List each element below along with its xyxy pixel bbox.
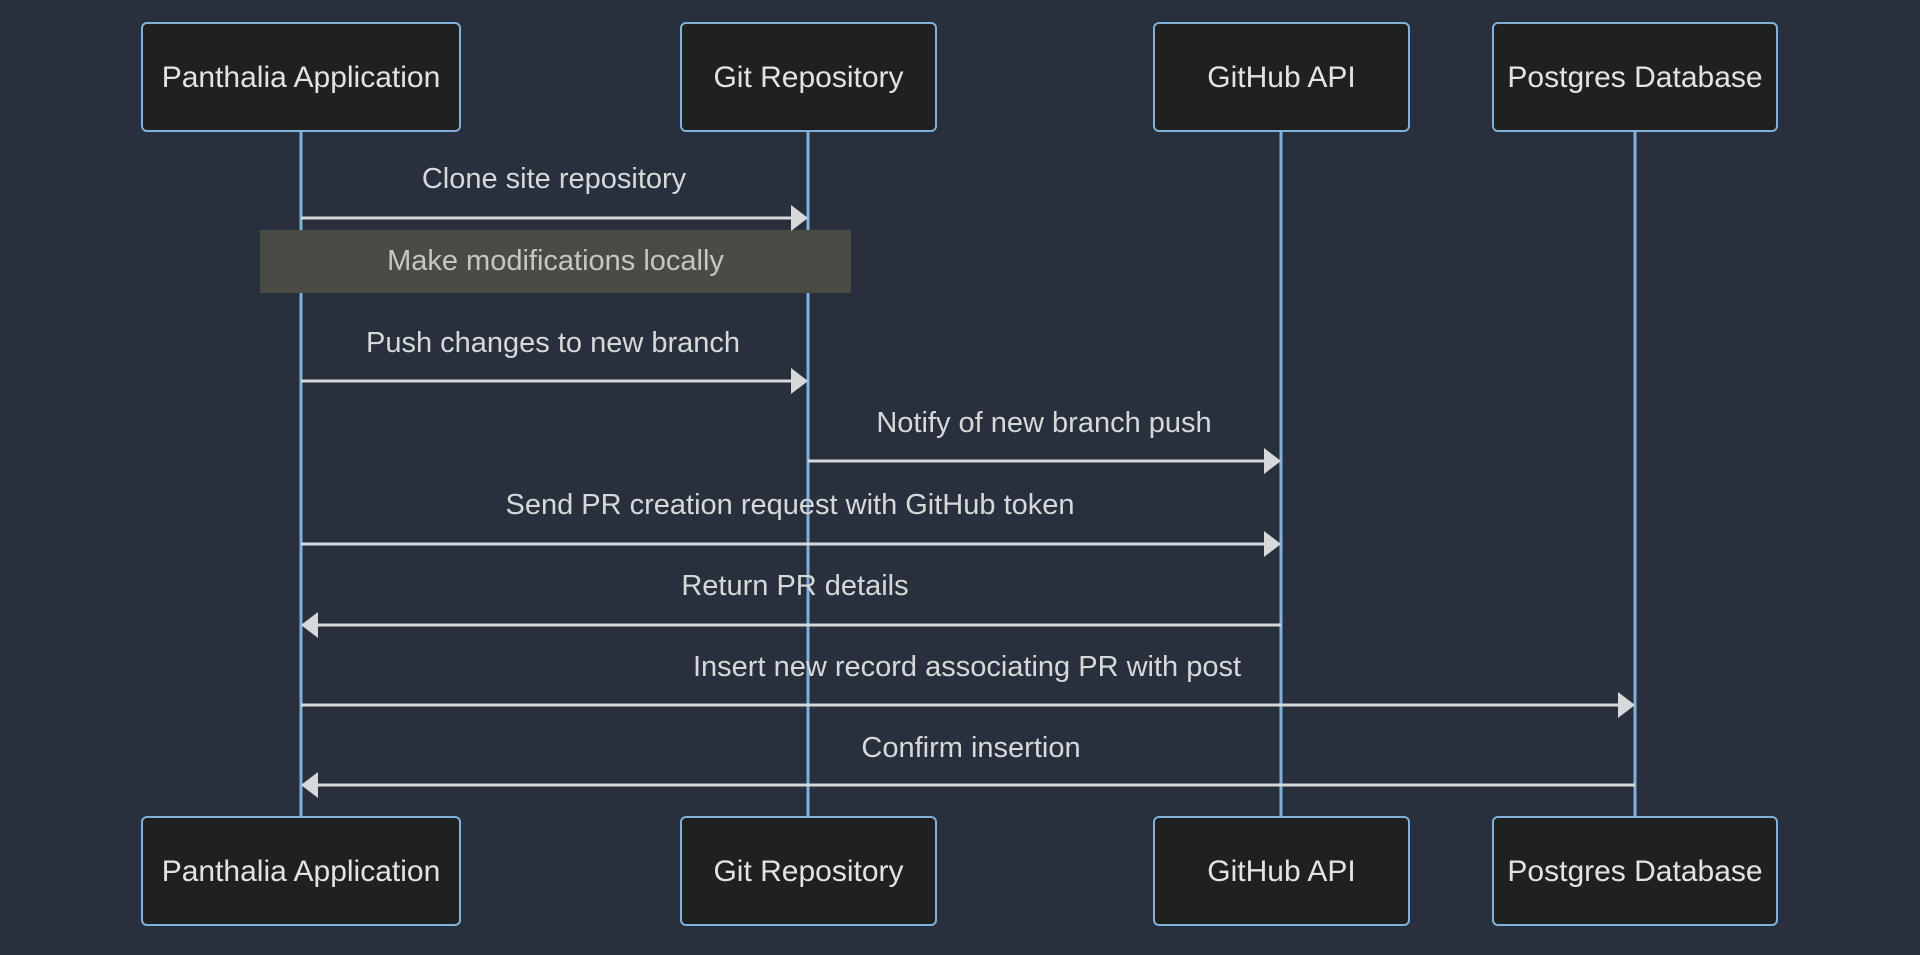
actor-box[interactable] bbox=[1153, 22, 1410, 132]
message-label: Insert new record associating PR with po… bbox=[693, 651, 1241, 683]
actor-box[interactable] bbox=[141, 22, 461, 132]
message-arrowhead bbox=[301, 612, 318, 638]
message-m5: Return PR details bbox=[301, 570, 1281, 638]
actor-github-top[interactable]: GitHub API bbox=[1153, 22, 1410, 132]
note-label: Make modifications locally bbox=[387, 245, 724, 277]
actors-bottom-layer: Panthalia Application Git Repository GitHu… bbox=[141, 816, 1778, 926]
actor-label: Panthalia Application bbox=[162, 855, 441, 888]
message-label: Send PR creation request with GitHub tok… bbox=[505, 489, 1074, 521]
message-m1: Clone site repository bbox=[301, 163, 808, 231]
actor-git-bottom[interactable]: Git Repository bbox=[680, 816, 937, 926]
actor-label: Panthalia Application bbox=[162, 61, 441, 94]
actor-box[interactable] bbox=[1153, 816, 1410, 926]
message-label: Return PR details bbox=[681, 570, 908, 602]
message-m6: Insert new record associating PR with po… bbox=[301, 651, 1635, 718]
actor-postgres-bottom[interactable]: Postgres Database bbox=[1492, 816, 1778, 926]
actor-git-top[interactable]: Git Repository bbox=[680, 22, 937, 132]
message-arrowhead bbox=[791, 205, 808, 231]
actor-panthalia-bottom[interactable]: Panthalia Application bbox=[141, 816, 461, 926]
message-label: Notify of new branch push bbox=[876, 407, 1211, 439]
message-label: Confirm insertion bbox=[861, 732, 1080, 764]
note-n1: Make modifications locally bbox=[260, 230, 851, 293]
message-arrowhead bbox=[1264, 531, 1281, 557]
message-arrowhead bbox=[301, 772, 318, 798]
notes-layer: Make modifications locally bbox=[260, 230, 851, 293]
actor-panthalia-top[interactable]: Panthalia Application bbox=[141, 22, 461, 132]
message-arrowhead bbox=[1618, 692, 1635, 718]
actor-box[interactable] bbox=[141, 816, 461, 926]
message-m2: Push changes to new branch bbox=[301, 327, 808, 394]
message-arrowhead bbox=[1264, 448, 1281, 474]
actor-label: Postgres Database bbox=[1507, 855, 1762, 888]
message-m3: Notify of new branch push bbox=[808, 407, 1281, 474]
actor-github-bottom[interactable]: GitHub API bbox=[1153, 816, 1410, 926]
note-rect bbox=[260, 230, 851, 293]
message-label: Clone site repository bbox=[422, 163, 687, 195]
actor-postgres-top[interactable]: Postgres Database bbox=[1492, 22, 1778, 132]
actor-label: GitHub API bbox=[1207, 855, 1355, 888]
actor-box[interactable] bbox=[1492, 816, 1778, 926]
actor-label: Git Repository bbox=[713, 61, 903, 94]
actor-box[interactable] bbox=[680, 22, 937, 132]
message-m7: Confirm insertion bbox=[301, 732, 1635, 798]
actor-box[interactable] bbox=[680, 816, 937, 926]
message-label: Push changes to new branch bbox=[366, 327, 740, 359]
message-m4: Send PR creation request with GitHub tok… bbox=[301, 489, 1281, 557]
message-arrowhead bbox=[791, 368, 808, 394]
actor-label: Postgres Database bbox=[1507, 61, 1762, 94]
actor-label: GitHub API bbox=[1207, 61, 1355, 94]
actor-box[interactable] bbox=[1492, 22, 1778, 132]
actor-label: Git Repository bbox=[713, 855, 903, 888]
actors-top-layer: Panthalia Application Git Repository GitHu… bbox=[141, 22, 1778, 132]
